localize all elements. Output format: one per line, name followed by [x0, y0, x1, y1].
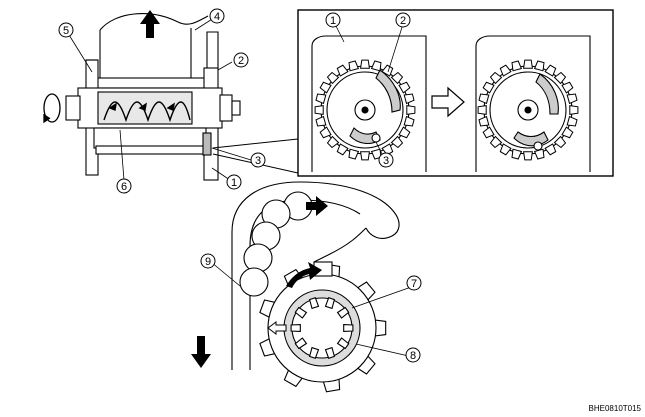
gear-tooth	[478, 115, 490, 127]
detail-callout-2: 2	[400, 15, 406, 27]
spring	[103, 101, 191, 123]
hollow-right-arrow-icon	[431, 86, 465, 118]
gear-tooth	[326, 135, 340, 149]
rotation-arrow-icon	[43, 93, 61, 124]
up-arrow-icon	[140, 10, 160, 38]
gear-tooth	[290, 324, 301, 332]
gear-tooth	[315, 115, 327, 127]
callout-1: 1	[231, 177, 237, 189]
hollow-left-arrow-icon	[267, 321, 287, 335]
gear-tooth	[477, 105, 487, 115]
gear-tooth	[308, 297, 320, 310]
callout-8: 8	[410, 350, 416, 362]
gear-tooth	[553, 135, 567, 149]
shaft-assembly	[65, 13, 241, 181]
gear-tooth	[360, 151, 370, 161]
gear-tooth	[370, 60, 382, 72]
gear-tooth	[523, 59, 533, 69]
gear-tooth	[390, 135, 404, 149]
gear-tooth	[294, 337, 308, 350]
figure-code: BHE0810T015	[589, 404, 642, 413]
curved-arrow-icon	[286, 262, 322, 288]
gear-tooth	[553, 71, 567, 85]
gear-tooth	[482, 81, 495, 94]
detail-right-teeth	[477, 59, 579, 161]
gear-tooth	[324, 346, 336, 359]
gear-tooth	[544, 64, 557, 77]
gear-tooth	[348, 60, 360, 72]
gear-tooth	[314, 105, 324, 115]
gear-tooth	[348, 148, 360, 160]
gear-tooth	[533, 148, 545, 160]
callout-6: 6	[121, 181, 127, 193]
gear-tooth	[533, 60, 545, 72]
gear-tooth	[569, 105, 579, 115]
detail-left-teeth	[314, 59, 416, 161]
gear-tooth	[478, 93, 490, 105]
gear-tooth	[336, 306, 350, 319]
detail-callout-1: 1	[330, 15, 336, 27]
gear-tooth	[561, 81, 574, 94]
gear-tooth	[489, 135, 503, 149]
gear-tooth	[523, 151, 533, 161]
down-arrow-icon	[191, 336, 211, 368]
gear-tooth	[326, 71, 340, 85]
gear-tooth	[294, 306, 308, 319]
gear-tooth	[343, 324, 354, 332]
gear-tooth	[390, 71, 404, 85]
gear-tooth	[489, 71, 503, 85]
right-arrow-icon	[306, 196, 328, 216]
gear-tooth	[324, 297, 336, 310]
gear-tooth	[499, 143, 512, 156]
gear-tooth	[406, 105, 416, 115]
callout-2: 2	[238, 55, 244, 67]
chain-rollers	[239, 191, 313, 297]
callout-3: 3	[255, 155, 261, 167]
gear-tooth	[319, 81, 332, 94]
leader-lines	[65, 15, 415, 358]
gear-tooth	[561, 126, 574, 139]
gear-tooth	[403, 115, 415, 127]
gear-tooth	[315, 93, 327, 105]
gear-tooth	[398, 81, 411, 94]
callout-circles	[58, 8, 422, 363]
callout-7: 7	[411, 278, 417, 290]
sprocket	[259, 263, 387, 393]
gear-tooth	[398, 126, 411, 139]
callout-9: 9	[205, 256, 211, 268]
detail-right-gear	[475, 35, 591, 172]
gear-tooth	[319, 126, 332, 139]
callout-5: 5	[63, 25, 69, 37]
gear-tooth	[511, 60, 523, 72]
gear-tooth	[360, 59, 370, 69]
gear-tooth	[511, 148, 523, 160]
gear-tooth	[336, 143, 349, 156]
gear-tooth	[336, 337, 350, 350]
detail-left-gear	[311, 35, 427, 172]
gear-tooth	[544, 143, 557, 156]
detail-callout-3: 3	[383, 155, 389, 167]
gear-tooth	[308, 346, 320, 359]
gear-tooth	[566, 93, 578, 105]
gear-tooth	[370, 148, 382, 160]
gear-tooth	[566, 115, 578, 127]
gear-tooth	[499, 64, 512, 77]
gear-tooth	[482, 126, 495, 139]
gear-tooth	[336, 64, 349, 77]
gear-tooth	[403, 93, 415, 105]
callout-4: 4	[214, 11, 220, 23]
gear-tooth	[381, 64, 394, 77]
